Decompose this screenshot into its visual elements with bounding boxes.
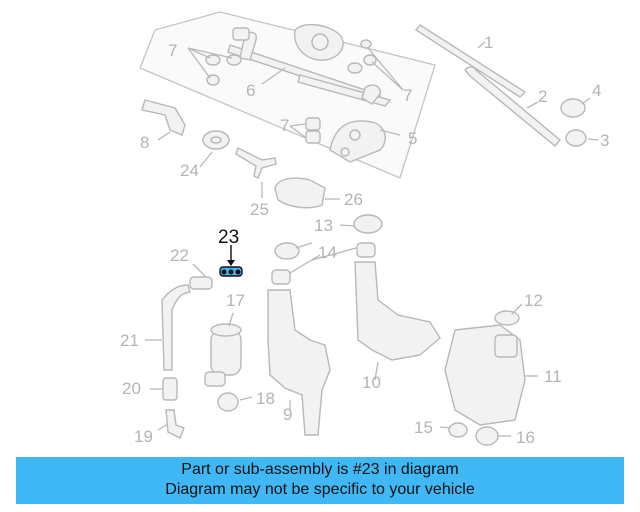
callout-20: 20 — [122, 379, 141, 398]
callout-2: 2 — [538, 87, 547, 106]
highlighted-part-23 — [219, 245, 243, 277]
info-banner: Part or sub-assembly is #23 in diagram D… — [16, 457, 624, 504]
callout-26: 26 — [344, 190, 363, 209]
callout-11: 11 — [544, 367, 562, 386]
callout-9: 9 — [283, 405, 292, 424]
washer-reservoir-parts — [267, 214, 538, 436]
callout-21: 21 — [120, 331, 139, 350]
callout-5: 5 — [408, 129, 417, 148]
callout-7b: 7 — [403, 86, 412, 105]
callout-18: 18 — [256, 389, 275, 408]
wiper-blade-and-arm — [414, 24, 599, 147]
info-banner-line2: Diagram may not be specific to your vehi… — [165, 481, 475, 498]
info-banner-line1: Part or sub-assembly is #23 in diagram — [181, 461, 459, 478]
pump-and-hoses — [145, 263, 511, 446]
callout-13: 13 — [314, 216, 333, 235]
callout-7a: 7 — [168, 41, 177, 60]
callout-25: 25 — [250, 200, 269, 219]
callout-numbers: 1 2 3 4 5 6 7 7 7 8 9 10 11 12 13 14 15 … — [120, 33, 609, 447]
parts-diagram: 1 2 3 4 5 6 7 7 7 8 9 10 11 12 13 14 15 … — [120, 11, 609, 447]
callout-10: 10 — [362, 373, 381, 392]
callout-22: 22 — [170, 246, 189, 265]
callout-17: 17 — [226, 291, 245, 310]
callout-12: 12 — [524, 291, 543, 310]
callout-4: 4 — [592, 81, 601, 100]
callout-19: 19 — [134, 427, 153, 446]
upper-misc-parts — [141, 99, 340, 209]
callout-3: 3 — [600, 131, 609, 150]
callout-14: 14 — [318, 243, 337, 262]
callout-1: 1 — [484, 33, 493, 52]
callout-23: 23 — [218, 227, 239, 248]
wiper-linkage-panel — [139, 11, 436, 179]
callout-8: 8 — [140, 133, 149, 152]
callout-6: 6 — [246, 81, 255, 100]
callout-16: 16 — [516, 428, 535, 447]
callout-15: 15 — [414, 418, 433, 437]
callout-24: 24 — [180, 161, 199, 180]
callout-7c: 7 — [280, 116, 289, 135]
